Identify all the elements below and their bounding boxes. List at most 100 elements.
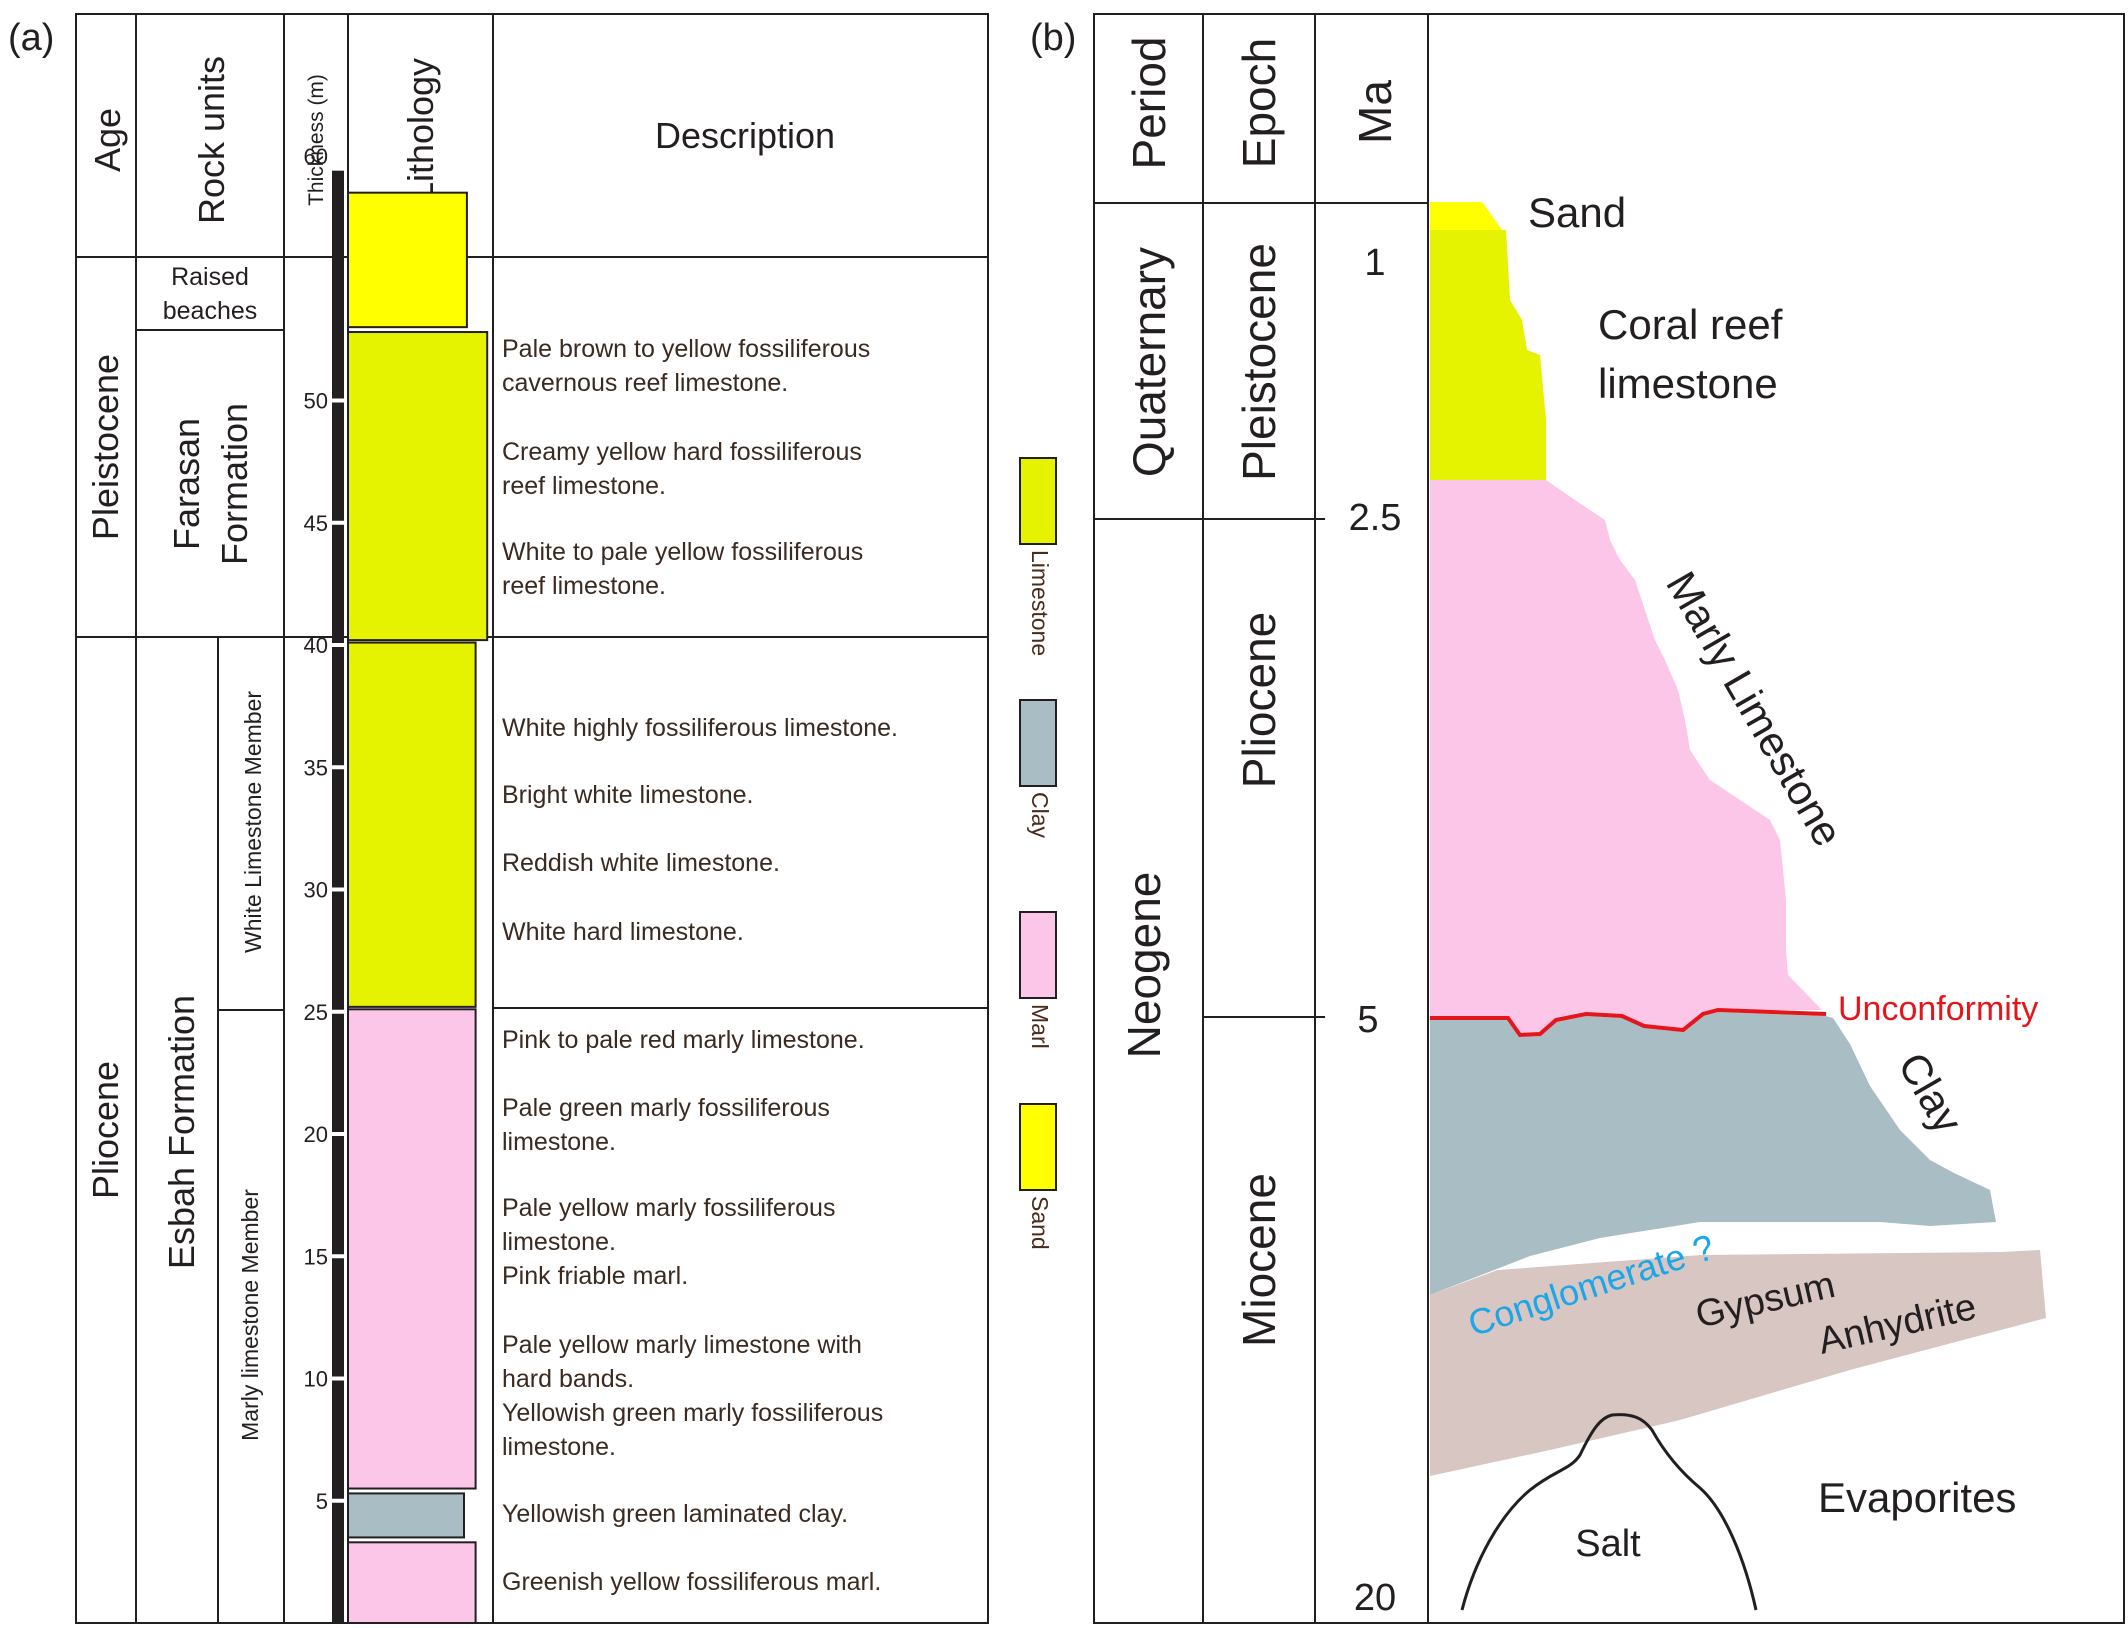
layer-sand [1430,202,1502,230]
lithology-unit-clay [347,1492,465,1539]
header-period: Period [1123,37,1175,170]
description-line: Pale yellow marly fossiliferous [502,1194,835,1222]
thickness-tick-mark [332,1498,346,1503]
header-lithology: Lithology [400,58,441,202]
lithology-unit-marl [347,1008,477,1490]
layer-coral-reef [1430,230,1546,480]
lithology-unit-limestone [347,331,489,642]
legend-label-limestone: Limestone [1027,550,1053,656]
thickness-tick-mark [332,1254,346,1259]
thickness-tick-label: 60 [304,144,328,169]
label-sand: Sand [1528,189,1626,236]
description-line: limestone. [502,1128,616,1156]
thickness-tick-mark [332,643,346,647]
period-neogene: Neogene [1118,872,1170,1059]
ma-tick-20: 20 [1354,1577,1396,1619]
age-pliocene: Pliocene [85,1061,126,1199]
description-line: Pale green marly fossiliferous [502,1094,830,1122]
description-line: hard bands. [502,1365,634,1393]
lithology-column [347,191,489,1624]
description-line: Pink to pale red marly limestone. [502,1026,865,1054]
layer-evaporite-base [1430,1380,2040,1470]
thickness-tick-mark [332,1009,346,1014]
description-line: Yellowish green marly fossiliferous [502,1399,883,1427]
lithology-unit-marl [347,1541,477,1624]
thickness-tick-label: 35 [304,755,328,780]
description-line: limestone. [502,1228,616,1256]
ma-tick-5: 5 [1357,999,1378,1041]
ma-tick-1: 1 [1364,242,1385,284]
legend-swatch-sand [1019,1103,1057,1191]
label-clay: Clay [1889,1045,1972,1141]
header-description: Description [655,115,835,156]
description-line: reef limestone. [502,572,666,600]
thickness-tick-label: 5 [316,1489,328,1514]
thickness-tick-label: 40 [304,633,328,658]
thickness-tick-label: 15 [304,1244,328,1269]
label-coral-reef-1: Coral reef [1598,301,1783,348]
thickness-tick-mark [332,154,346,158]
unit-raised-beaches-1: Raised [171,263,249,291]
description-line: Reddish white limestone. [502,849,780,877]
unit-raised-beaches-2: beaches [163,297,258,325]
description-line: limestone. [502,1433,616,1461]
description-line: White to pale yellow fossiliferous [502,538,863,566]
label-coral-reef-2: limestone [1598,360,1778,407]
thickness-tick-label: 25 [304,1000,328,1025]
legend-label-marl: Marl [1027,1004,1053,1049]
description-line: Creamy yellow hard fossiliferous [502,438,862,466]
header-thickness: Thickness (m) [305,74,328,206]
thickness-tick-label: 10 [304,1367,328,1392]
panel-b-frame [1093,13,2125,1624]
header-age: Age [87,108,128,172]
description-line: Bright white limestone. [502,781,754,809]
legend-swatch-limestone [1019,457,1057,545]
epoch-pliocene: Pliocene [1233,612,1285,788]
layer-fills [1430,202,2046,1611]
unit-farasan-2: Formation [214,403,255,565]
ma-tick-2-5: 2.5 [1349,497,1402,539]
label-evaporites: Evaporites [1818,1474,2016,1521]
description-line: cavernous reef limestone. [502,369,788,397]
layer-conglomerate [1430,1218,2002,1295]
thickness-tick-label: 50 [304,389,328,414]
lithology-unit-sand [347,191,468,329]
header-rock-units: Rock units [191,56,232,224]
description-line: Pink friable marl. [502,1262,688,1290]
description-column: Pale brown to yellow fossiliferouscavern… [502,335,898,1596]
legend-label-clay: Clay [1027,792,1053,839]
unit-marly-member: Marly limestone Member [237,1189,263,1441]
unit-white-member: White Limestone Member [240,691,266,953]
epoch-pleistocene: Pleistocene [1233,243,1285,481]
thickness-tick-label: 45 [304,511,328,536]
layer-clay [1430,1012,1996,1295]
panel-b-label: (b) [1030,17,1076,59]
thickness-tick-mark [332,398,346,403]
legend-label-sand: Sand [1027,1196,1053,1250]
description-line: Yellowish green laminated clay. [502,1500,848,1528]
description-line: Greenish yellow fossiliferous marl. [502,1568,881,1596]
thickness-tick-label: 20 [304,1122,328,1147]
panel-a: (a) Age Rock units Thickness (m) Litholo… [8,13,1057,1624]
label-salt: Salt [1575,1523,1641,1565]
header-ma: Ma [1349,80,1401,144]
unit-farasan-1: Farasan [166,418,207,550]
thickness-tick-mark [332,765,346,770]
lithology-unit-limestone [347,641,477,1008]
legend-swatch-clay [1019,699,1057,787]
layer-anhydrite [1430,1245,2046,1476]
period-quaternary: Quaternary [1123,247,1175,477]
panel-a-label: (a) [8,17,54,59]
thickness-tick-mark [332,887,346,892]
description-line: Pale yellow marly limestone with [502,1331,862,1359]
unit-esbah: Esbah Formation [161,995,202,1269]
unconformity-line [1430,1007,1827,1038]
panel-b: (b) Period Epoch Ma Quaterna [1030,13,2125,1624]
epoch-miocene: Miocene [1233,1173,1285,1347]
layer-marly-limestone [1430,480,1822,1035]
description-line: White hard limestone. [502,918,744,946]
panel-a-frame [75,13,989,1624]
